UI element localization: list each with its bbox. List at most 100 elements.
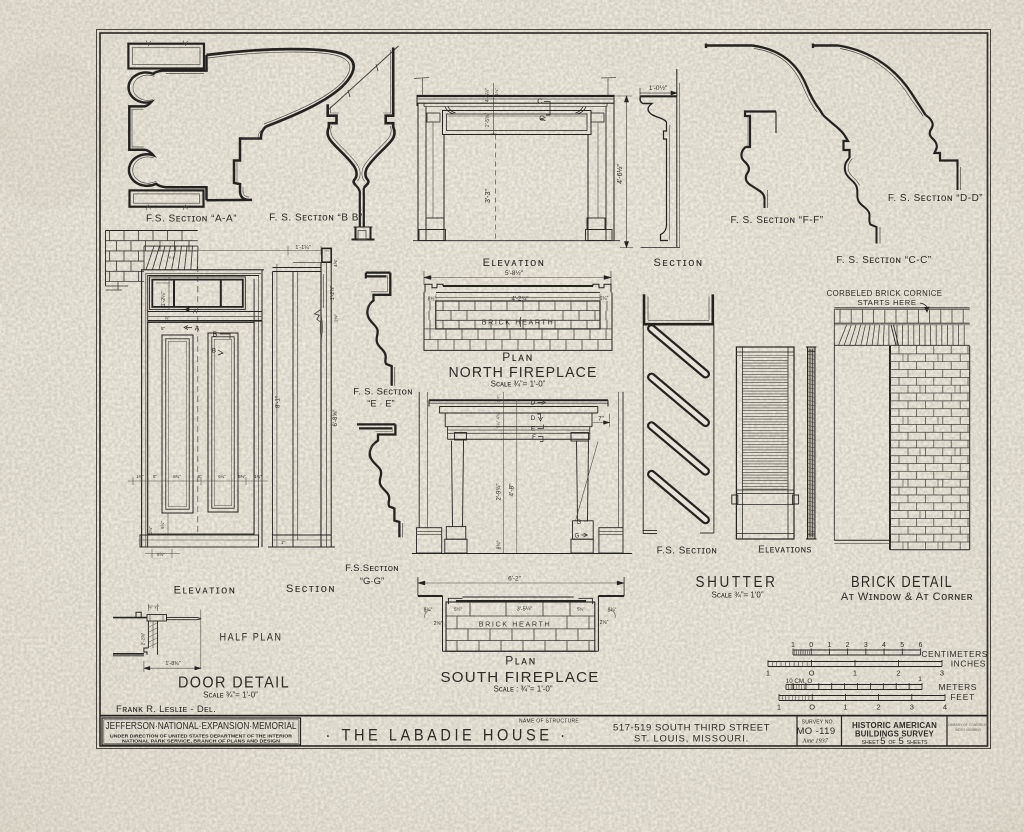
svg-text:ST. LOUIS, MISSOURI.: ST. LOUIS, MISSOURI. [634,734,749,744]
svg-text:10 CM. O: 10 CM. O [786,678,813,685]
svg-text:⅞": ⅞" [164,316,170,321]
svg-text:1: 1 [843,703,847,712]
svg-text:1'-0½": 1'-0½" [649,84,668,92]
svg-text:8¾": 8¾" [497,540,503,549]
svg-text:E: E [531,426,536,433]
svg-text:METERS: METERS [939,682,978,692]
svg-text:Sᴇᴄᴛɪᴏɴ: Sᴇᴄᴛɪᴏɴ [654,257,704,269]
svg-text:Sᴄᴀʟᴇ : ¾”= 1'-0”: Sᴄᴀʟᴇ : ¾”= 1'-0” [493,685,552,694]
svg-text:8¼": 8¼" [424,608,433,614]
svg-text:Aᴛ Wɪɴᴅᴏᴡ & Aᴛ Cᴏʀɴᴇʀ: Aᴛ Wɪɴᴅᴏᴡ & Aᴛ Cᴏʀɴᴇʀ [841,591,973,603]
svg-text:5": 5" [153,474,157,479]
svg-text:5¼" 4⅝": 5¼" 4⅝" [496,412,501,428]
svg-text:LIBRARY OF CONGRESS: LIBRARY OF CONGRESS [948,723,989,727]
svg-text:HISTORIC AMERICAN: HISTORIC AMERICAN [852,721,937,730]
svg-text:1'-1¼": 1'-1¼" [295,245,310,251]
svg-text:UNDER DIRECTION OF UNITED STAT: UNDER DIRECTION OF UNITED STATES DEPARTM… [110,734,293,739]
svg-text:5⅜": 5⅜" [238,474,246,479]
svg-text:1: 1 [918,676,922,683]
svg-text:2'-9¾": 2'-9¾" [497,484,503,501]
svg-text:1⅛": 1⅛" [494,88,499,96]
svg-text:CORBELED BRICK CORNICE: CORBELED BRICK CORNICE [827,289,943,298]
svg-text:5'-8½": 5'-8½" [505,269,523,277]
svg-text:2⅝": 2⅝" [600,620,609,626]
svg-text:C: C [539,114,545,123]
svg-text:6¾": 6¾" [173,474,181,479]
svg-text:1: 1 [766,669,770,678]
svg-text:SURVEY NO.: SURVEY NO. [802,720,835,726]
svg-text:517-519 SOUTH THIRD STREET: 517-519 SOUTH THIRD STREET [613,723,770,733]
svg-text:2: 2 [846,642,850,649]
svg-text:3'-5¼": 3'-5¼" [517,607,533,613]
svg-text:Pʟᴀɴ: Pʟᴀɴ [505,654,536,668]
svg-text:“G·G”: “G·G” [360,576,384,587]
svg-text:4: 4 [882,642,886,649]
svg-text:SHUTTER: SHUTTER [696,574,778,591]
svg-text:Fʀᴀɴᴋ R. Lᴇsʟɪᴇ - Dᴇʟ.: Fʀᴀɴᴋ R. Lᴇsʟɪᴇ - Dᴇʟ. [116,704,216,715]
svg-text:STARTS HERE: STARTS HERE [857,298,916,307]
svg-text:DOOR DETAIL: DOOR DETAIL [178,675,290,692]
svg-text:6¾": 6¾" [600,296,609,302]
svg-text:3'-3": 3'-3" [485,189,492,203]
svg-text:2: 2 [877,703,881,712]
svg-text:1: 1 [791,642,795,649]
svg-text:2: 2 [896,669,900,678]
svg-text:HALF PLAN: HALF PLAN [220,632,283,644]
svg-text:5": 5" [198,474,202,479]
svg-text:D: D [531,400,536,407]
svg-text:3: 3 [864,642,868,649]
svg-text:SOUTH FIREPLACE: SOUTH FIREPLACE [441,669,600,686]
svg-text:Sᴇᴄᴛɪᴏɴ: Sᴇᴄᴛɪᴏɴ [286,583,336,595]
svg-text:O: O [809,703,815,712]
svg-text:F.S. Sᴇᴄᴛɪᴏɴ “A-A”: F.S. Sᴇᴄᴛɪᴏɴ “A-A” [146,214,237,225]
svg-text:Eʟᴇᴠᴀᴛɪᴏɴ: Eʟᴇᴠᴀᴛɪᴏɴ [174,585,237,597]
svg-text:1'-8¾": 1'-8¾" [165,661,180,667]
svg-text:4'-2¾": 4'-2¾" [512,297,529,303]
svg-text:3: 3 [940,669,944,678]
svg-text:BRICK HEARTH: BRICK HEARTH [479,620,552,629]
svg-text:4⅝": 4⅝" [333,259,338,267]
svg-text:F. S. Sᴇᴄᴛɪᴏɴ “F-F”: F. S. Sᴇᴄᴛɪᴏɴ “F-F” [730,215,823,226]
svg-text:Eʟᴇᴠᴀᴛɪᴏɴs: Eʟᴇᴠᴀᴛɪᴏɴs [758,545,812,556]
svg-text:FEET: FEET [950,692,975,702]
svg-text:6'-2": 6'-2" [508,576,521,583]
svg-text:F-F: F-F [169,255,176,260]
svg-text:5½": 5½" [454,606,462,612]
svg-text:4: 4 [943,703,947,712]
svg-text:3: 3 [910,703,914,712]
svg-text:Eʟᴇᴠᴀᴛɪᴏɴ: Eʟᴇᴠᴀᴛɪᴏɴ [483,257,546,269]
svg-text:“E · E”: “E · E” [367,399,394,410]
svg-text:B: B [212,349,216,355]
svg-text:A: A [193,309,198,316]
svg-text:2⅛": 2⅛" [148,526,153,534]
svg-text:4'-6½": 4'-6½" [616,164,624,184]
svg-text:BRICK DETAIL: BRICK DETAIL [851,574,953,591]
svg-text:1½": 1½" [496,395,501,403]
svg-text:Sᴄᴀʟᴇ ¾”= 1'-0”: Sᴄᴀʟᴇ ¾”= 1'-0” [203,691,258,700]
svg-text:NORTH FIREPLACE: NORTH FIREPLACE [449,364,598,381]
svg-text:A: A [195,326,200,333]
svg-text:4'-5¼": 4'-5¼" [485,88,491,102]
svg-text:JEFFERSON·NATIONAL·EXPANSION·M: JEFFERSON·NATIONAL·EXPANSION·MEMORIAL [106,720,297,732]
svg-text:8'-1": 8'-1" [276,396,282,408]
svg-text:O: O [809,669,815,678]
svg-text:6¼": 6¼" [218,474,226,479]
svg-text:6: 6 [918,642,922,649]
svg-text:· THE LABADIE HOUSE ·: · THE LABADIE HOUSE · [326,727,569,745]
svg-text:F.S.Sᴇᴄᴛɪᴏɴ: F.S.Sᴇᴄᴛɪᴏɴ [345,563,399,574]
svg-text:CENTIMETERS: CENTIMETERS [921,649,988,659]
svg-text:F.S. Sᴇᴄᴛɪᴏɴ: F.S. Sᴇᴄᴛɪᴏɴ [657,546,718,557]
svg-text:SHEET 5 OF 5 SHEETS: SHEET 5 OF 5 SHEETS [862,736,928,747]
svg-text:1¾": 1¾" [136,474,144,479]
svg-text:June 1937: June 1937 [802,738,829,745]
svg-text:F. S. Sᴇᴄᴛɪᴏɴ “C-C”: F. S. Sᴇᴄᴛɪᴏɴ “C-C” [836,255,931,266]
svg-text:NATIONAL PARK SERVICE, BRANCH: NATIONAL PARK SERVICE, BRANCH OF PLANS A… [122,738,281,743]
svg-text:B: B [213,332,218,339]
svg-text:8¼": 8¼" [608,608,617,614]
svg-text:5: 5 [900,642,904,649]
svg-text:Pʟᴀɴ: Pʟᴀɴ [502,350,533,364]
svg-text:BRICK HEARTH: BRICK HEARTH [482,318,555,327]
svg-text:INCHES: INCHES [951,659,986,669]
svg-text:1'-2⅞": 1'-2⅞" [330,286,336,300]
svg-text:2'-2⅞": 2'-2⅞" [141,632,146,645]
